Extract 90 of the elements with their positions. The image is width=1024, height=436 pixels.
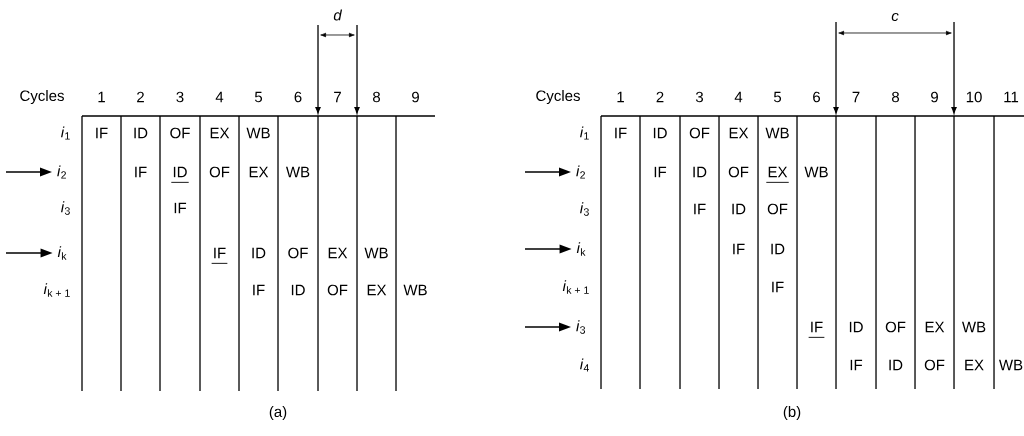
- dimension-label: d: [333, 9, 343, 21]
- row-label: i$_{k + 1}$: [43, 283, 70, 297]
- cycle-number: 3: [176, 91, 184, 103]
- stage-label: IF: [654, 166, 667, 178]
- stage-label: ID: [653, 127, 667, 139]
- stage-label: IF: [253, 284, 265, 296]
- cycle-number: 4: [215, 91, 224, 103]
- cycle-number: 1: [98, 91, 105, 103]
- arrow: [524, 244, 572, 254]
- cycle-number: 9: [931, 91, 938, 103]
- cycle-number: 11: [1004, 91, 1019, 103]
- arrow: [524, 322, 571, 332]
- stage-label: IF: [174, 202, 187, 214]
- row-label: i$_{3}$: [580, 202, 589, 216]
- row-label: i$_{2}$: [57, 165, 66, 179]
- cycle-number: 8: [892, 91, 900, 103]
- row-label: i$_{k}$: [576, 242, 586, 256]
- stage-label: IF: [772, 281, 784, 293]
- stage-label: EX: [925, 321, 945, 333]
- cycle-number: 5: [254, 91, 263, 103]
- cycle-number: 6: [813, 91, 821, 103]
- cycle-number: 2: [656, 91, 664, 103]
- cycle-number: 7: [334, 91, 341, 103]
- stage-label: IF: [96, 127, 108, 139]
- stage-label: OF: [170, 127, 190, 139]
- row-label: i$_{1}$: [61, 126, 70, 140]
- stage-label: IF: [615, 127, 627, 139]
- cycle-number: 7: [852, 91, 860, 103]
- cycle-number: 6: [294, 91, 302, 103]
- arrow: [524, 167, 571, 177]
- row-label: i$_{4}$: [580, 358, 589, 372]
- stage-label: WB: [246, 127, 270, 139]
- row-label: i$_{2}$: [576, 165, 585, 179]
- stage-label: EX: [965, 359, 984, 371]
- stage-label: WB: [765, 127, 789, 139]
- cycle-number: 10: [966, 91, 982, 103]
- stage-label: OF: [885, 321, 906, 333]
- stage-label: ID: [291, 284, 305, 296]
- stage-label: ID: [252, 247, 266, 259]
- row-label: i$_{1}$: [580, 126, 589, 140]
- stage-label: WB: [999, 359, 1023, 371]
- stage-label: OF: [209, 166, 230, 178]
- stage-label: OF: [924, 359, 945, 371]
- stage-label: OF: [689, 127, 710, 139]
- underlined-stage-label: IF: [808, 321, 825, 338]
- stage-label: ID: [134, 127, 148, 139]
- stage-label: EX: [367, 284, 387, 296]
- panel-caption: (b): [783, 406, 801, 420]
- stage-label: ID: [771, 243, 785, 255]
- underlined-stage-label: ID: [170, 166, 190, 183]
- stage-label: ID: [889, 359, 903, 371]
- cycle-number: 2: [137, 91, 144, 103]
- stage-label: ID: [693, 166, 707, 178]
- stage-label: IF: [850, 359, 863, 371]
- stage-label: OF: [728, 166, 749, 178]
- arrow: [5, 167, 52, 177]
- stage-label: EX: [328, 247, 348, 259]
- cycle-number: 5: [773, 91, 782, 103]
- underlined-stage-label: IF: [211, 247, 228, 264]
- row-label: i$_{k + 1}$: [562, 280, 589, 294]
- stage-label: EX: [729, 127, 749, 139]
- dimension-label: c: [891, 12, 899, 22]
- stage-label: ID: [849, 321, 863, 333]
- cycle-number: 1: [617, 91, 624, 103]
- panel-caption: (a): [269, 406, 287, 420]
- stage-label: WB: [286, 166, 310, 178]
- stage-label: OF: [327, 284, 348, 296]
- stage-label: EX: [210, 127, 230, 139]
- stage-label: WB: [804, 166, 828, 178]
- arrow: [5, 248, 53, 258]
- axis-title: Cycles: [20, 90, 64, 104]
- stage-label: ID: [732, 203, 746, 215]
- stage-label: IF: [733, 243, 745, 255]
- stage-label: IF: [135, 166, 147, 178]
- cycle-number: 9: [412, 91, 419, 103]
- underlined-stage-label: EX: [765, 166, 790, 183]
- row-label: i$_{3}$: [61, 201, 70, 215]
- stage-label: WB: [962, 321, 986, 333]
- cycle-number: 8: [373, 91, 380, 103]
- stage-label: EX: [249, 166, 269, 178]
- cycle-number: 3: [695, 91, 704, 103]
- stage-label: WB: [403, 284, 427, 296]
- cycle-number: 4: [734, 91, 743, 103]
- row-label: i$_{3}$: [576, 320, 586, 334]
- stage-label: IF: [694, 203, 706, 215]
- axis-title: Cycles: [536, 90, 580, 104]
- row-label: i$_{k}$: [57, 246, 67, 260]
- stage-label: OF: [288, 247, 308, 259]
- stage-label: WB: [364, 247, 388, 259]
- stage-label: OF: [767, 203, 788, 215]
